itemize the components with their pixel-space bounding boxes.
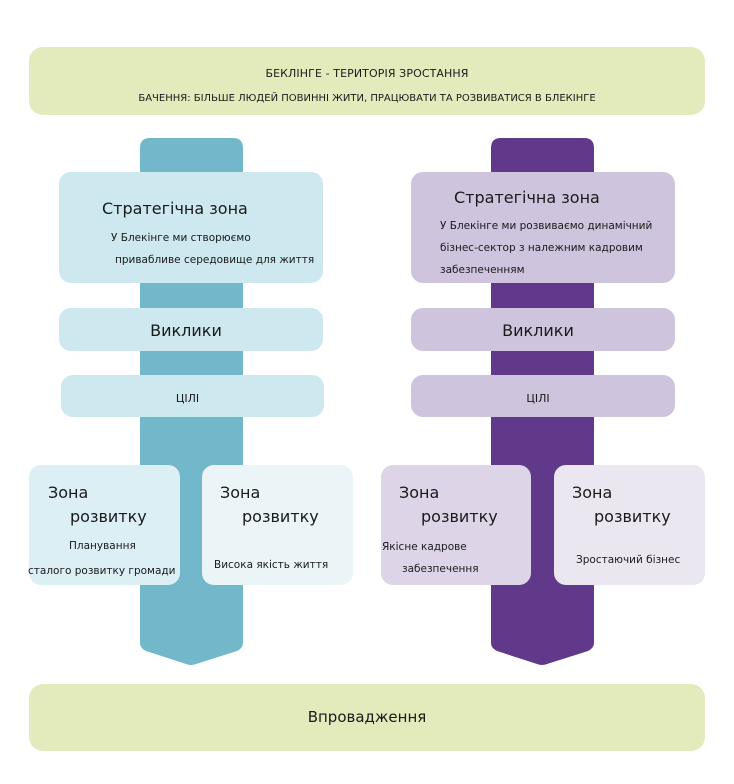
strategic-zone-text: У Блекінге ми розвиваємо динамічний [440,220,653,232]
zone-title: Зона [572,483,613,502]
zone-title: Зона [399,483,440,502]
strategic-zone-text: бізнес-сектор з належним кадровим [440,242,643,254]
implementation-banner: Впровадження [29,684,705,751]
zone-text: Висока якість життя [214,559,329,571]
development-zone-card: Зона розвитку Висока якість життя [202,465,353,585]
zone-title: Зона [48,483,89,502]
zone-title: Зона [220,483,261,502]
challenges-bar-left: Виклики [59,308,323,351]
challenges-bar-right: Виклики [411,308,675,351]
zone-title: розвитку [70,507,147,526]
header-title: БЕКЛІНГЕ - ТЕРИТОРІЯ ЗРОСТАННЯ [265,67,469,80]
zone-title: розвитку [594,507,671,526]
goals-label: ЦІЛІ [526,392,550,405]
strategic-zone-text: У Блекінге ми створюємо [111,232,251,244]
strategic-zone-card-right: Стратегічна зона У Блекінге ми розвиваєм… [411,172,675,283]
zone-text: Зростаючий бізнес [576,554,681,566]
header-banner: БЕКЛІНГЕ - ТЕРИТОРІЯ ЗРОСТАННЯ БАЧЕННЯ: … [29,47,705,115]
strategic-zone-title: Стратегічна зона [102,199,248,218]
challenges-label: Виклики [150,321,222,340]
zone-title: розвитку [421,507,498,526]
strategic-zone-card-left: Стратегічна зона У Блекінге ми створюємо… [59,172,323,283]
zone-text: сталого розвитку громади [28,565,176,577]
strategic-zone-title: Стратегічна зона [454,188,600,207]
zone-text: забезпечення [402,563,479,575]
vision-statement: БАЧЕННЯ: БІЛЬШЕ ЛЮДЕЙ ПОВИННІ ЖИТИ, ПРАЦ… [138,93,596,104]
strategic-zone-text: привабливе середовище для життя [115,254,315,266]
development-zone-card: Зона розвитку Зростаючий бізнес [554,465,705,585]
zone-text: Планування [69,540,136,552]
implementation-label: Впровадження [307,708,427,726]
strategic-zone-text: забезпеченням [440,264,525,276]
goals-bar-right: ЦІЛІ [411,375,675,417]
zone-title: розвитку [242,507,319,526]
challenges-label: Виклики [502,321,574,340]
goals-bar-left: ЦІЛІ [61,375,324,417]
development-zone-card: Зона розвитку Планування сталого розвитк… [28,465,180,585]
goals-label: ЦІЛІ [175,392,200,405]
zone-text: Якісне кадрове [382,541,467,553]
development-zone-card: Зона розвитку Якісне кадрове забезпеченн… [381,465,531,585]
